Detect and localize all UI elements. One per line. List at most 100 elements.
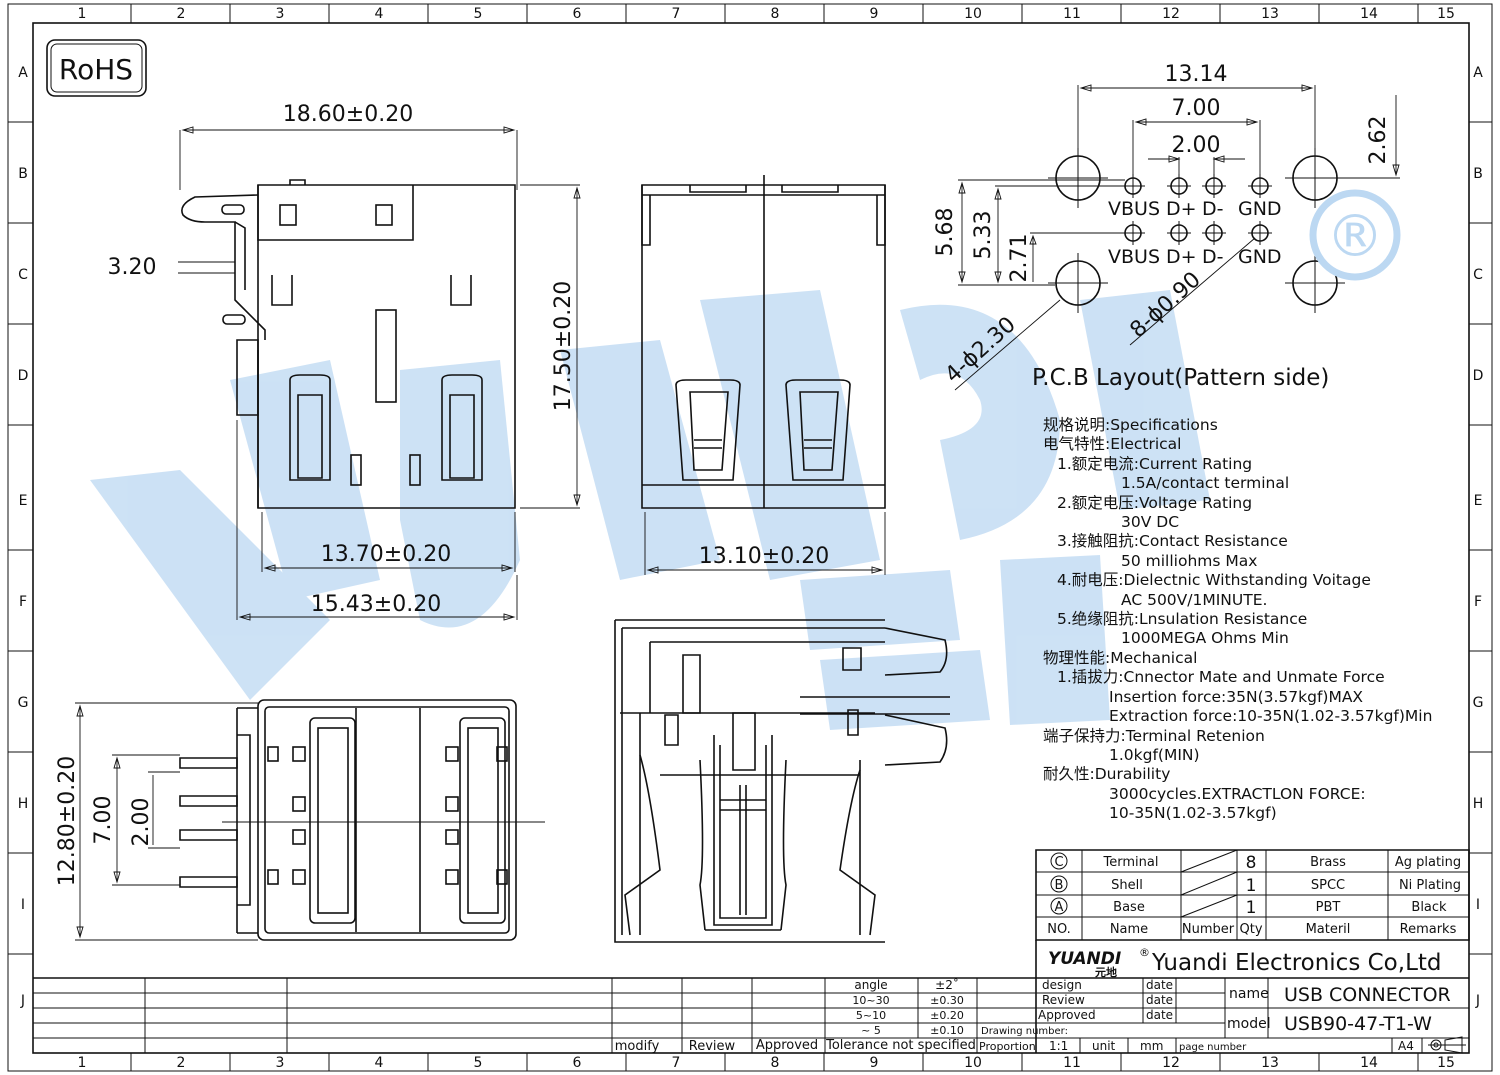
bom-no: B: [1055, 878, 1064, 893]
logo-text: YUANDI: [1048, 949, 1121, 969]
specifications: 规格说明:Specifications 电气特性:Electrical 1.额定…: [1043, 416, 1483, 824]
col-label: 14: [1360, 1055, 1378, 1071]
spec-line: 1.5A/contact terminal: [1121, 474, 1290, 493]
logo-registered: ®: [1139, 946, 1150, 959]
tb-date: date: [1146, 1008, 1173, 1022]
row-label: J: [20, 993, 25, 1009]
col-label: 13: [1261, 1055, 1279, 1071]
dim-side-height: 17.50±0.20: [551, 281, 576, 411]
bom-remarks: Ag plating: [1395, 855, 1461, 870]
bom-header-no: NO.: [1047, 922, 1071, 937]
tb-page-number: page number: [1179, 1042, 1247, 1053]
tol-value-1: ±0.30: [930, 994, 964, 1007]
tb-drawing-number: Drawing number:: [981, 1026, 1068, 1037]
spec-line: 规格说明:Specifications: [1043, 416, 1218, 434]
dim-side-bottom-outer: 15.43±0.20: [311, 592, 441, 617]
col-label: 8: [771, 6, 780, 22]
row-label: I: [1476, 897, 1480, 913]
bom-material: Brass: [1310, 855, 1346, 870]
bom-qty: 8: [1246, 853, 1257, 873]
spec-line: 30V DC: [1121, 513, 1180, 532]
title-block: angle ±2˚ 10~30 ±0.30 5~10 ±0.20 ~ 5 ±0.…: [33, 940, 1469, 1054]
col-label: 14: [1360, 6, 1378, 22]
spec-line: 耐久性:Durability: [1043, 765, 1171, 784]
col-label: 10: [964, 1055, 982, 1071]
border-column-labels: 1 2 3 4 5 6 7 8 9 10 11 12 13 14 15 1 2 …: [78, 6, 1455, 1071]
row-label: B: [18, 166, 28, 182]
tol-value-3: ±0.10: [930, 1024, 964, 1037]
pin-label-vbus: VBUS: [1108, 246, 1160, 268]
dim-bottom-pitch-inner: 2.00: [129, 798, 154, 847]
spec-line: 4.耐电压:Dielectnic Withstanding Voitage: [1057, 571, 1371, 590]
sheet-border: [7, 3, 1493, 1072]
tol-range-2: 5~10: [856, 1009, 886, 1022]
tb-model-value: USB90-47-T1-W: [1284, 1013, 1432, 1035]
spec-line: 3000cycles.EXTRACTLON FORCE:: [1109, 784, 1366, 803]
col-label: 3: [276, 1055, 285, 1071]
bom-name: Shell: [1111, 878, 1143, 893]
bom-material: SPCC: [1311, 878, 1345, 893]
dim-side-pin: 3.20: [108, 255, 157, 280]
tb-design: design: [1042, 978, 1082, 992]
pin-label-vbus: VBUS: [1108, 198, 1160, 220]
pin-label-dplus: D+: [1166, 198, 1197, 220]
spec-line: 1.插拔力:Cnnector Mate and Unmate Force: [1057, 668, 1385, 687]
col-label: 12: [1162, 1055, 1180, 1071]
tb-name-value: USB CONNECTOR: [1284, 984, 1451, 1006]
bom-header-name: Name: [1110, 922, 1148, 937]
row-label: C: [18, 267, 28, 283]
col-label: 2: [177, 6, 186, 22]
tb-proportion: Proportion: [979, 1040, 1036, 1053]
pin-label-dminus: D-: [1202, 198, 1224, 220]
spec-line: 5.绝缘阻抗:Lnsulation Resistance: [1057, 610, 1308, 629]
tb-unit-value: mm: [1140, 1039, 1163, 1053]
tb-review: Review: [1042, 993, 1085, 1007]
row-label: G: [18, 695, 29, 711]
rev-modify: modify: [615, 1039, 660, 1054]
dim-pcb-200: 2.00: [1172, 133, 1221, 158]
row-label: H: [18, 796, 29, 812]
border-tick-marks: [8, 4, 1492, 1071]
spec-line: 10-35N(1.02-3.57kgf): [1109, 804, 1277, 823]
tol-angle-value: ±2˚: [935, 977, 959, 992]
bottom-view: [179, 699, 545, 941]
spec-line: 3.接触阻抗:Contact Resistance: [1057, 532, 1288, 551]
spec-line: 50 milliohms Max: [1121, 551, 1258, 570]
bom-remarks: Ni Plating: [1399, 878, 1461, 893]
col-label: 15: [1437, 1055, 1455, 1071]
tb-model-label: model: [1227, 1016, 1271, 1032]
bom-material: PBT: [1316, 900, 1341, 915]
tb-date: date: [1146, 993, 1173, 1007]
col-label: 7: [672, 1055, 681, 1071]
row-label: F: [1474, 594, 1482, 610]
tol-range-1: 10~30: [852, 994, 889, 1007]
spec-line: 端子保持力:Terminal Retenion: [1043, 726, 1265, 745]
row-label: A: [1473, 65, 1483, 81]
col-label: 9: [870, 6, 879, 22]
pin-label-dplus: D+: [1166, 246, 1197, 268]
col-label: 5: [474, 1055, 483, 1071]
spec-line: Extraction force:10-35N(1.02-3.57kgf)Min: [1109, 707, 1433, 726]
row-label: I: [21, 897, 25, 913]
col-label: 9: [870, 1055, 879, 1071]
tol-angle: angle: [854, 978, 887, 992]
row-label: H: [1473, 796, 1484, 812]
tol-value-2: ±0.20: [930, 1009, 964, 1022]
col-label: 1: [78, 6, 87, 22]
bom-remarks: Black: [1411, 900, 1447, 915]
tb-name-label: name: [1229, 986, 1269, 1002]
pin-label-gnd: GND: [1238, 246, 1282, 268]
pin-label-dminus: D-: [1202, 246, 1224, 268]
rohs-badge: RoHS: [46, 39, 147, 97]
tb-unit-label: unit: [1092, 1039, 1116, 1053]
rohs-label: RoHS: [59, 53, 133, 86]
spec-line: Insertion force:35N(3.57kgf)MAX: [1109, 687, 1364, 706]
bom-table: C Terminal 8 Brass Ag plating B Shell 1 …: [1035, 849, 1470, 941]
row-label: E: [19, 493, 28, 509]
logo-cn: 元地: [1095, 965, 1117, 979]
side-view: [181, 179, 516, 509]
row-label: D: [18, 368, 29, 384]
bom-qty: 1: [1246, 876, 1257, 896]
bom-name: Terminal: [1103, 855, 1159, 870]
